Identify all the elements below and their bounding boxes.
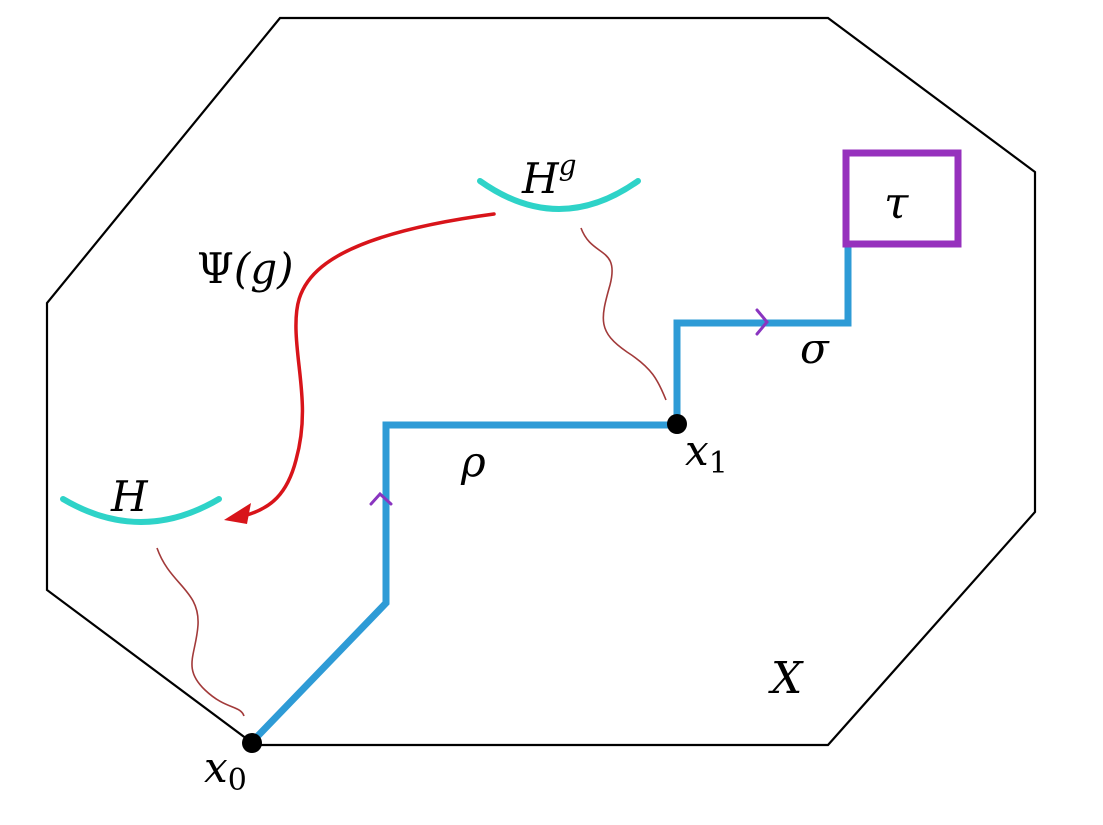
- squiggle-Hg-to-x1: [580, 227, 667, 401]
- space-boundary: [45, 16, 1037, 747]
- label-H-g: Hg: [521, 149, 577, 203]
- label-H: H: [110, 472, 149, 521]
- point-x1: [667, 414, 687, 434]
- map-arrow-psi: [245, 212, 496, 517]
- point-x0: [242, 733, 262, 753]
- label-x0-base: x: [204, 743, 228, 792]
- label-x1-sub: 1: [709, 446, 728, 481]
- cell-tau-box: [842, 149, 962, 248]
- label-sigma: σ: [800, 324, 830, 373]
- label-psi-arg: (g): [234, 244, 294, 293]
- label-psi: Ψ: [197, 244, 234, 293]
- label-x1-base: x: [685, 426, 709, 475]
- label-tau: τ: [884, 178, 909, 229]
- path-sigma: [673, 245, 852, 425]
- orientation-marker-rho-chevron-icon: [369, 491, 393, 506]
- arc-H: [60, 496, 222, 525]
- map-arrowhead-icon: [224, 503, 251, 524]
- label-X: X: [768, 653, 804, 704]
- label-H-g-base: H: [521, 154, 560, 203]
- label-x0-sub: 0: [228, 763, 247, 798]
- label-x0: x0: [204, 743, 247, 798]
- orientation-marker-sigma-chevron-icon: [755, 308, 769, 336]
- path-rho: [249, 421, 677, 745]
- label-psi-g: Ψ(g): [197, 244, 294, 293]
- label-rho: ρ: [460, 437, 486, 486]
- label-x1: x1: [685, 426, 728, 481]
- label-H-g-exp: g: [559, 149, 577, 182]
- arc-H-g: [477, 178, 641, 212]
- squiggle-H-to-x0: [156, 547, 245, 717]
